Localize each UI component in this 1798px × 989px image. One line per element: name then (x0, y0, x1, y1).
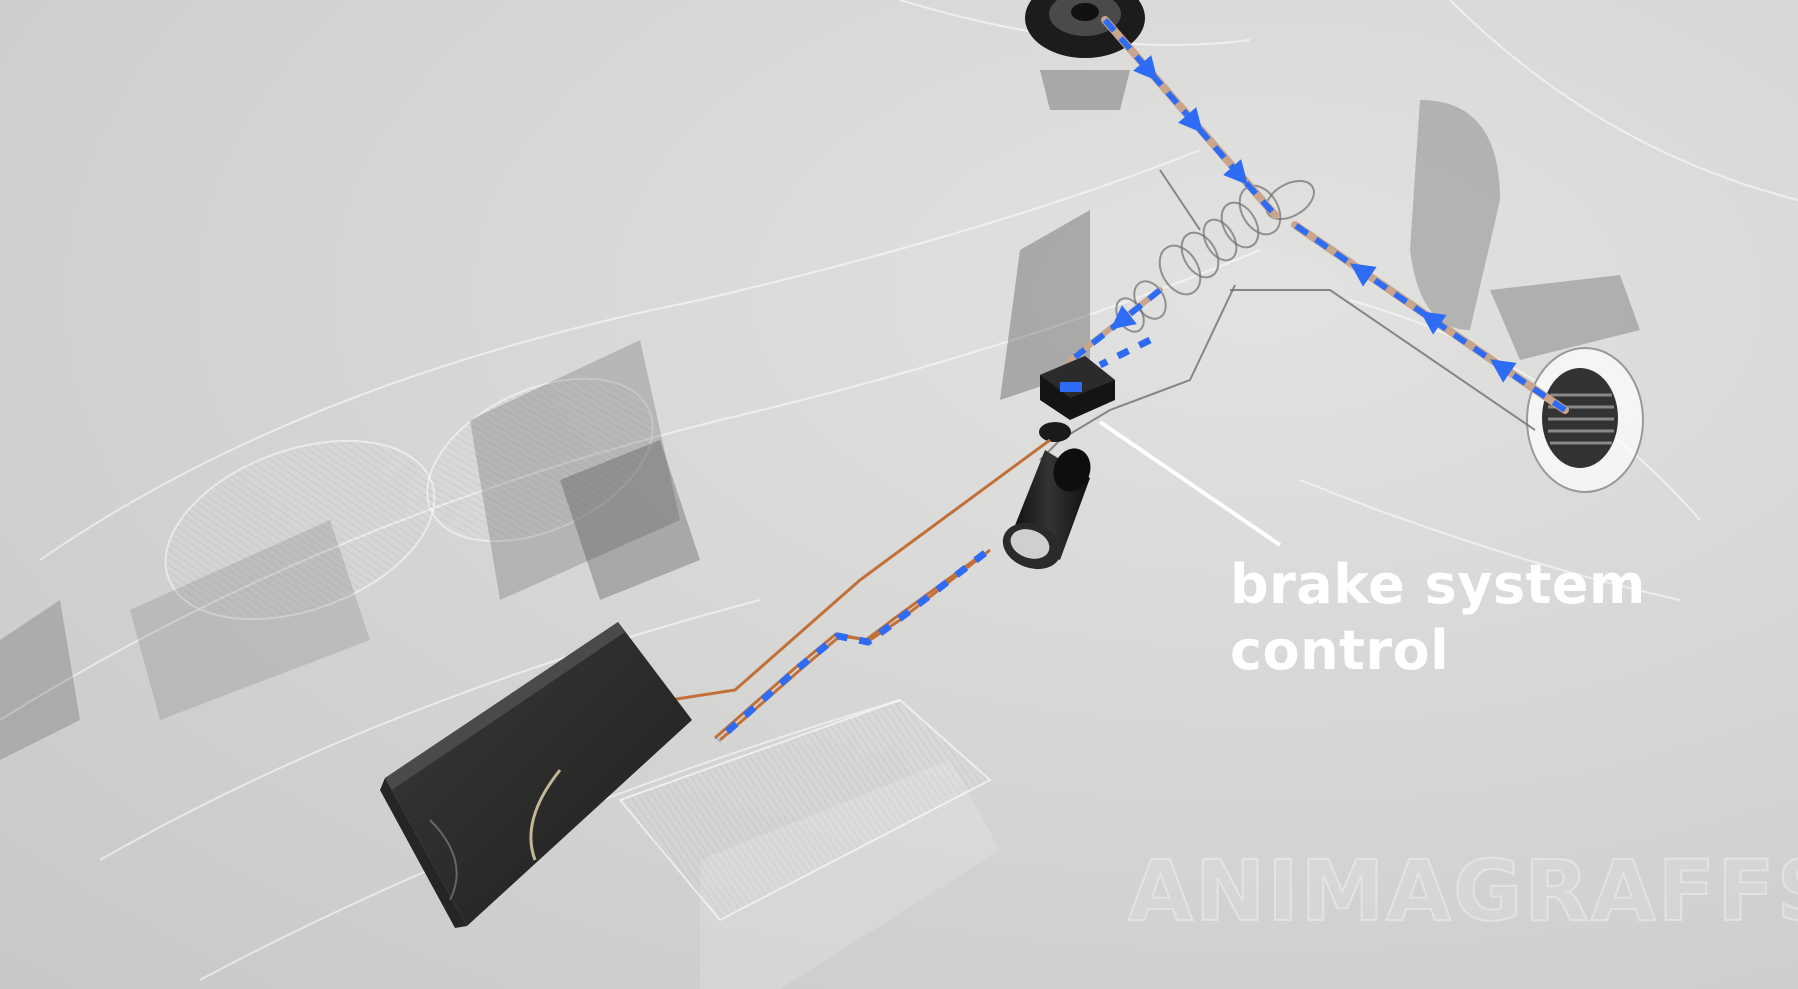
power-flow-wiring (715, 336, 1152, 743)
caption-line-2: control (1230, 619, 1450, 682)
brake-motor (1002, 448, 1091, 570)
copper-wiring (669, 438, 1051, 742)
battery-pack (380, 622, 692, 928)
brake-control-unit (1039, 356, 1115, 442)
watermark-logo: ANIMAGRAFFS (1127, 841, 1798, 941)
gearbox (1115, 180, 1315, 333)
front-wheel-hub (1025, 0, 1145, 110)
ghost-shapes (0, 100, 1500, 989)
rear-wheel-hub (1490, 275, 1644, 493)
power-flow-shafts (1073, 18, 1567, 413)
caption-line-1: brake system (1230, 553, 1646, 616)
caption-label: brake system control (1230, 552, 1646, 684)
caption-pointer-line (1098, 420, 1282, 547)
